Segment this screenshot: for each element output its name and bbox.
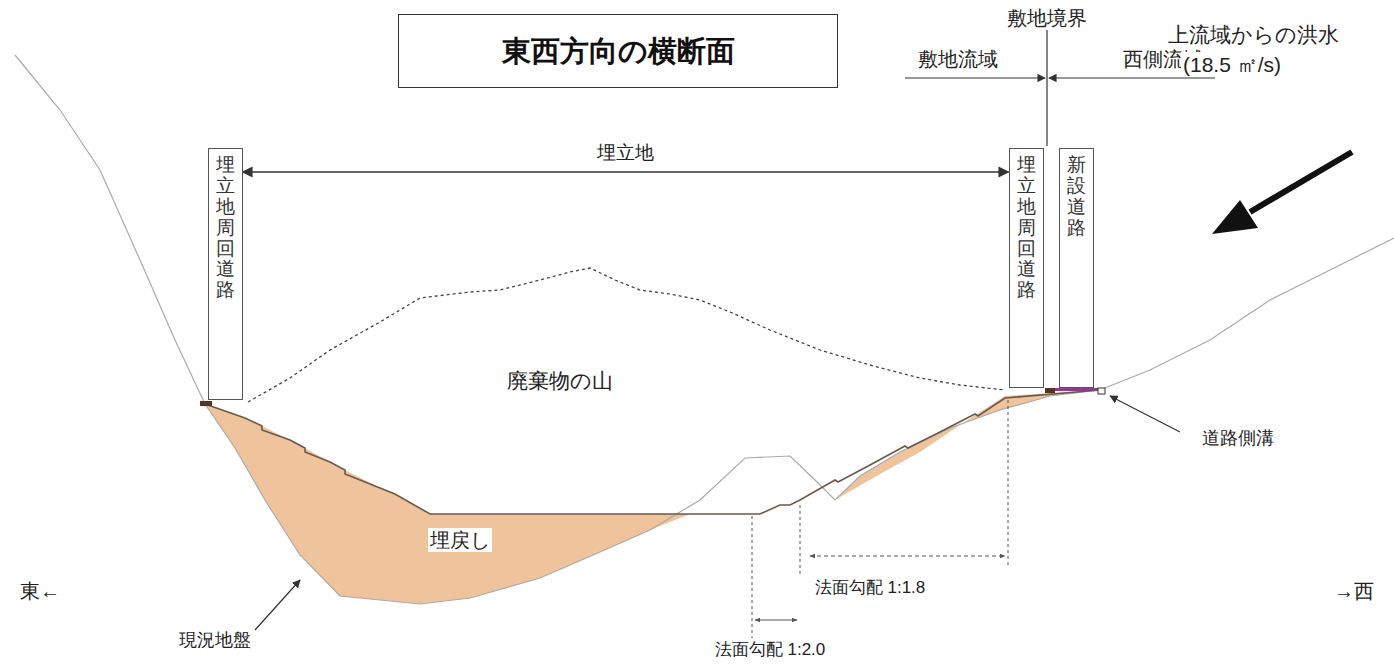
annotation-label: 上流域からの洪水	[1166, 22, 1341, 47]
road-name: 埋立地周回道路	[216, 155, 235, 301]
basin-arrow	[1049, 77, 1215, 78]
annotation-label: 道路側溝	[1200, 428, 1276, 450]
dimension-guide	[752, 516, 753, 638]
title-box: 東西方向の横断面	[398, 14, 838, 88]
annotation-label: 敷地境界	[1005, 6, 1089, 30]
road-column-box: 埋立地周回道路	[208, 148, 243, 400]
existing-ground-line	[15, 55, 1394, 604]
new-road-surface	[1055, 388, 1103, 391]
road-name: 新設道路	[1067, 155, 1086, 239]
road-surface	[200, 401, 212, 406]
road-name: 埋立地周回道路	[1017, 155, 1036, 301]
dimension-guide	[800, 505, 801, 575]
annotation-label: 埋戻し	[428, 528, 492, 552]
annotation-label: 敷地流域	[916, 47, 1000, 71]
road-side-ditch	[1098, 388, 1105, 394]
road-column-box: 埋立地周回道路	[1009, 148, 1044, 388]
annotation-label: 東←	[18, 579, 62, 603]
waste-mountain-outline	[248, 268, 1005, 402]
diagram-title: 東西方向の横断面	[502, 34, 735, 69]
finished-surface-line	[205, 390, 1100, 514]
dimension-line	[810, 556, 1005, 557]
annotation-label: 法面勾配 1:1.8	[813, 578, 928, 598]
leader-line	[1110, 396, 1180, 432]
basin-arrow	[905, 77, 1045, 78]
annotation-label: →西	[1332, 579, 1376, 603]
annotation-label: 廃棄物の山	[505, 368, 615, 393]
site-boundary-line	[1046, 30, 1047, 146]
leader-line	[255, 580, 300, 630]
flood-arrow	[1250, 152, 1352, 212]
dimension-line	[755, 620, 797, 621]
backfill-area	[835, 390, 1100, 500]
road-surface	[1045, 388, 1055, 393]
backfill-area	[205, 404, 690, 604]
annotation-label: 法面勾配 1:2.0	[713, 640, 828, 660]
road-column-box: 新設道路	[1059, 148, 1094, 388]
annotation-label: 現況地盤	[177, 630, 253, 652]
extent-label: 埋立地	[594, 142, 657, 165]
annotation-label: (18.5 ㎡/s)	[1181, 52, 1283, 77]
flood-arrowhead	[1212, 200, 1258, 234]
extent-arrow	[243, 171, 1009, 172]
dimension-guide	[1008, 400, 1009, 565]
